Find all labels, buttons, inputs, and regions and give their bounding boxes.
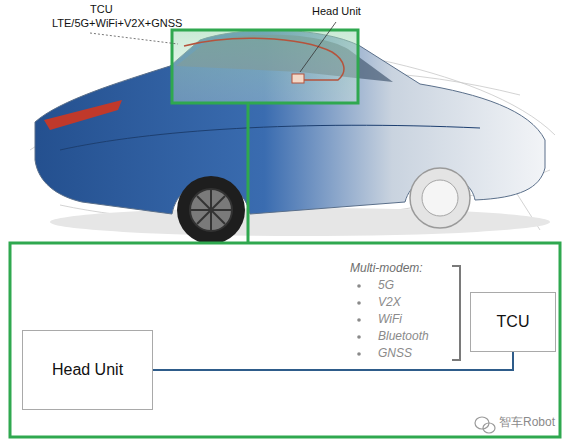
body-crease bbox=[60, 125, 480, 150]
modem-list-item: V2X bbox=[378, 296, 401, 310]
modem-list-item: Multi-modem: bbox=[350, 262, 423, 276]
detail-frame bbox=[10, 243, 560, 437]
callout-label: TCU bbox=[90, 3, 113, 16]
bullet bbox=[357, 352, 361, 356]
head-unit-mark bbox=[292, 74, 304, 83]
front-rim bbox=[422, 180, 458, 216]
link-wire bbox=[153, 352, 513, 370]
leader-line bbox=[90, 33, 178, 44]
bullet bbox=[357, 284, 361, 288]
modem-list-item: 5G bbox=[378, 279, 394, 293]
car-body bbox=[35, 30, 545, 214]
rear-wheel bbox=[177, 176, 245, 244]
bracket bbox=[452, 266, 460, 360]
rear-rim bbox=[190, 189, 232, 231]
front-wheel bbox=[410, 168, 470, 228]
spoke bbox=[197, 196, 225, 224]
box-label: Head Unit bbox=[52, 361, 123, 379]
watermark-icon bbox=[475, 417, 495, 433]
bullet bbox=[357, 318, 361, 322]
zoom-line bbox=[247, 103, 250, 243]
leader-line bbox=[300, 22, 336, 72]
modem-list-item: WiFi bbox=[378, 313, 402, 327]
ground-shadow bbox=[50, 208, 550, 236]
icon-bubble bbox=[483, 423, 495, 433]
watermark: 智车Robot bbox=[499, 416, 555, 430]
bullet bbox=[357, 335, 361, 339]
component-box: TCU bbox=[470, 292, 556, 352]
modem-list-item: Bluetooth bbox=[378, 330, 429, 344]
bullet bbox=[357, 301, 361, 305]
rim-spokes bbox=[191, 190, 231, 230]
component-box: Head Unit bbox=[22, 330, 153, 410]
modem-list-item: GNSS bbox=[378, 347, 412, 361]
highlight-frame bbox=[172, 30, 358, 103]
box-label: TCU bbox=[497, 313, 530, 331]
callout-label: Head Unit bbox=[312, 5, 361, 18]
callout-label: LTE/5G+WiFi+V2X+GNSS bbox=[52, 17, 182, 30]
tail-light bbox=[44, 100, 122, 130]
spoke bbox=[197, 196, 225, 224]
bullets bbox=[357, 284, 361, 356]
